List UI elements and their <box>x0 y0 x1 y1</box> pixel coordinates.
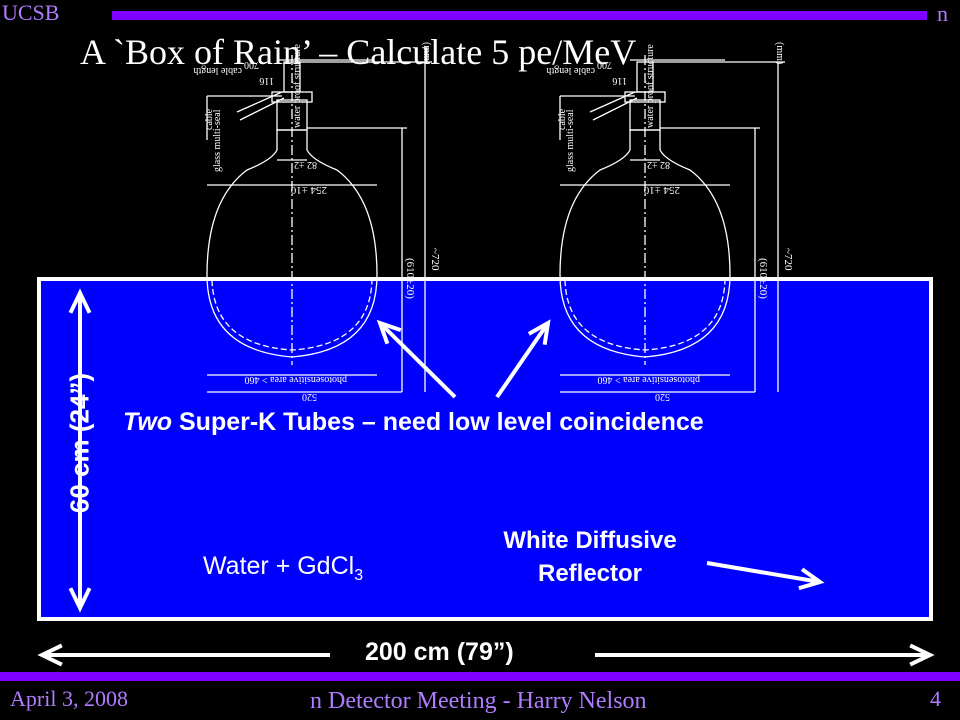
tube-arrow-right <box>495 319 551 399</box>
footer-meeting: n Detector Meeting - Harry Nelson <box>310 688 647 714</box>
water-label-main: Water + GdCl <box>203 552 355 580</box>
cable-length-value: 116 <box>259 75 274 86</box>
bulb-diameter-label: 254 ±10 <box>643 184 680 196</box>
width-arrow-left <box>37 643 330 667</box>
height-dimension-label: 60 cm (24”) <box>64 372 95 514</box>
outer-diameter-label: 520 <box>655 391 670 402</box>
header-bar <box>112 11 927 20</box>
reflector-label: White Diffusive Reflector <box>470 524 710 590</box>
water-label: Water + GdCl3 <box>203 552 363 585</box>
reflector-arrow <box>706 561 825 591</box>
width-dimension-label: 200 cm (79”) <box>365 638 514 666</box>
cable-label: cable <box>557 108 568 130</box>
neck-diameter-label: 82 ±2 <box>294 159 317 170</box>
footer-bar <box>0 672 960 681</box>
bulb-diameter-label: 254 ±10 <box>290 184 327 196</box>
institution-label: UCSB <box>2 0 60 25</box>
inner-height-label: (610±20) <box>404 258 416 299</box>
header-right-mark: n <box>937 1 948 26</box>
slide-title: A `Box of Rain’ – Calculate 5 pe/MeV <box>80 32 637 72</box>
glass-seal-label: glass multi-seal <box>212 109 223 172</box>
photosensitive-label: photosensitive area > 460 <box>597 374 700 385</box>
tubes-label-rest: Super-K Tubes – need low level coinciden… <box>172 408 704 436</box>
cable-length-value: 116 <box>612 75 627 86</box>
arrows <box>37 288 935 667</box>
height-dimension-arrow-start <box>68 288 92 608</box>
pmt-tube-2 <box>559 55 785 393</box>
footer-date: April 3, 2008 <box>10 686 128 711</box>
glass-seal-label: glass multi-seal <box>565 109 576 172</box>
cable-length-label: cable length <box>546 65 595 76</box>
top-value-label: 700 <box>244 59 259 70</box>
outer-diameter-label: 520 <box>302 391 317 402</box>
tubes-label-em: Two <box>123 408 173 436</box>
units-label: (mm) <box>421 42 432 64</box>
water-tank <box>37 277 933 621</box>
inner-height-label: (610±20) <box>757 258 769 299</box>
tube-arrow-left <box>376 319 457 399</box>
photosensitive-label: photosensitive area > 460 <box>244 374 347 385</box>
water-proof-label: water proof structure <box>292 44 303 128</box>
neck-diameter-label: 82 ±2 <box>647 159 670 170</box>
cable-label: cable <box>204 108 215 130</box>
pmt-annotations-2: (610±20) ~720 254 ±10 82 ±2 photosensitive a… <box>546 42 794 402</box>
pmt-tube-1 <box>206 55 432 393</box>
units-label: (mm) <box>774 42 785 64</box>
page-number: 4 <box>930 686 941 711</box>
reflector-line-1: White Diffusive <box>503 527 677 554</box>
top-value-label: 700 <box>597 59 612 70</box>
total-height-label: ~720 <box>429 248 441 271</box>
water-label-sub: 3 <box>354 567 364 584</box>
tubes-label: Two Super-K Tubes – need low level coinc… <box>123 408 704 437</box>
pmt-annotations-1: (610±20) ~720 254 ±10 82 ±2 photosensitive a… <box>193 42 441 402</box>
water-proof-label: water proof structure <box>645 44 656 128</box>
total-height-label: ~720 <box>782 248 794 271</box>
width-arrow-right <box>595 643 935 667</box>
cable-length-label: cable length <box>193 65 242 76</box>
reflector-line-2: Reflector <box>537 560 643 587</box>
